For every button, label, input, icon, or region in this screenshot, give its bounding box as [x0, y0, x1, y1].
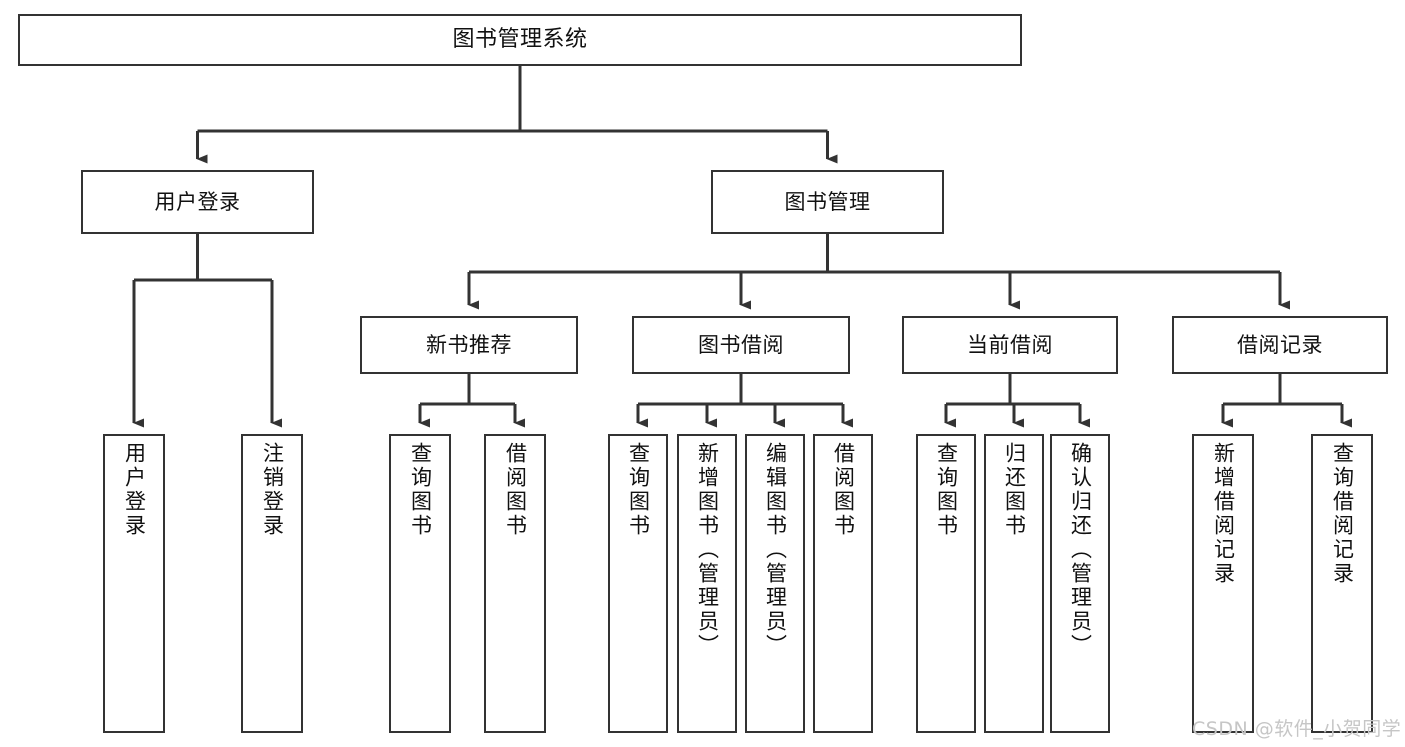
node-label: 查询图书	[934, 442, 959, 538]
node-label: 用户登录	[122, 442, 147, 538]
node-user-login[interactable]: 用户登录	[81, 170, 314, 234]
node-label: 借阅图书	[831, 442, 856, 538]
node-label: 查询借阅记录	[1330, 442, 1355, 586]
csdn-watermark: CSDN @软件_小贺同学	[1192, 718, 1402, 740]
node-label: 查询图书	[408, 442, 433, 538]
node-label: 注销登录	[260, 442, 285, 538]
node-label: 图书借阅	[698, 332, 784, 357]
node-leaf-query-record[interactable]: 查询借阅记录	[1311, 434, 1373, 733]
node-label: 编辑图书（管理员）	[763, 442, 788, 658]
node-book-borrow[interactable]: 图书借阅	[632, 316, 850, 374]
node-label: 新增图书（管理员）	[695, 442, 720, 658]
node-leaf-return-book[interactable]: 归还图书	[984, 434, 1044, 733]
node-leaf-user-logout[interactable]: 注销登录	[241, 434, 303, 733]
node-label: 确认归还（管理员）	[1068, 442, 1093, 658]
node-leaf-borrow-book-1[interactable]: 借阅图书	[484, 434, 546, 733]
node-leaf-add-book[interactable]: 新增图书（管理员）	[677, 434, 737, 733]
node-label: 图书管理	[784, 189, 871, 214]
node-label: 用户登录	[154, 189, 241, 214]
node-label: 新书推荐	[426, 332, 512, 357]
node-new-book-rec[interactable]: 新书推荐	[360, 316, 578, 374]
node-leaf-confirm-return[interactable]: 确认归还（管理员）	[1050, 434, 1110, 733]
node-label: 借阅图书	[503, 442, 528, 538]
node-leaf-add-record[interactable]: 新增借阅记录	[1192, 434, 1254, 733]
node-leaf-query-book-2[interactable]: 查询图书	[608, 434, 668, 733]
node-book-manage[interactable]: 图书管理	[711, 170, 944, 234]
node-leaf-query-book-1[interactable]: 查询图书	[389, 434, 451, 733]
node-leaf-query-book-3[interactable]: 查询图书	[916, 434, 976, 733]
node-label: 查询图书	[626, 442, 651, 538]
node-label: 图书管理系统	[452, 27, 588, 53]
node-label: 新增借阅记录	[1211, 442, 1236, 586]
node-leaf-edit-book[interactable]: 编辑图书（管理员）	[745, 434, 805, 733]
node-leaf-borrow-book-2[interactable]: 借阅图书	[813, 434, 873, 733]
node-current-borrow[interactable]: 当前借阅	[902, 316, 1118, 374]
node-leaf-user-login[interactable]: 用户登录	[103, 434, 165, 733]
node-label: 当前借阅	[967, 332, 1053, 357]
node-label: 借阅记录	[1237, 332, 1323, 357]
node-root[interactable]: 图书管理系统	[18, 14, 1022, 66]
node-borrow-record[interactable]: 借阅记录	[1172, 316, 1388, 374]
node-label: 归还图书	[1002, 442, 1027, 538]
